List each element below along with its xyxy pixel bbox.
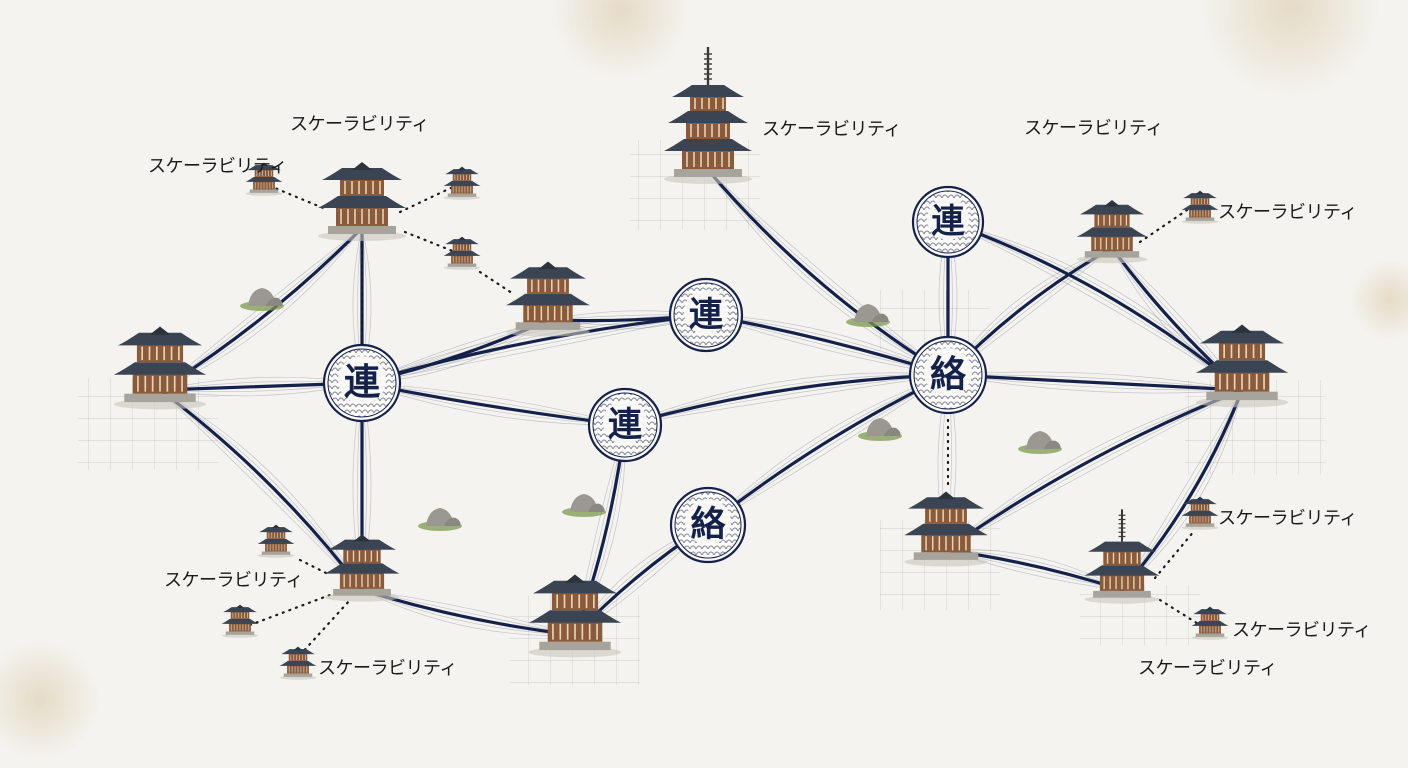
rock-icon xyxy=(858,418,902,441)
dotted-leader xyxy=(1153,528,1197,580)
scalability-label: スケーラビリティ xyxy=(148,156,287,177)
connection-line xyxy=(158,388,364,592)
temple-icon xyxy=(1195,324,1289,408)
dotted-leader xyxy=(403,230,457,254)
flow-thread xyxy=(361,314,707,384)
flow-thread xyxy=(624,372,949,426)
flow-thread xyxy=(159,389,363,591)
flow-thread xyxy=(624,374,949,426)
dotted-leader xyxy=(248,593,332,627)
flow-thread xyxy=(159,389,363,591)
pagoda-icon xyxy=(1084,509,1160,604)
paper-stain xyxy=(0,640,100,760)
dotted-leader xyxy=(1138,206,1192,244)
connection-line xyxy=(360,381,627,427)
flow-thread xyxy=(707,169,949,376)
hub-glyph: 絡 xyxy=(930,352,967,395)
rock-icon xyxy=(418,508,462,531)
connection-line xyxy=(623,373,950,427)
connection-line xyxy=(946,220,1244,392)
scalability-label: スケーラビリティ xyxy=(1218,508,1357,529)
paper-stain xyxy=(1350,260,1408,340)
flow-thread xyxy=(707,169,949,376)
flow-thread xyxy=(945,389,1243,551)
scalability-label: スケーラビリティ xyxy=(1024,118,1163,139)
flow-thread xyxy=(945,389,1243,551)
dotted-leader xyxy=(398,184,457,214)
dotted-leader xyxy=(478,270,517,297)
paper-stain xyxy=(1200,0,1380,98)
flow-thread xyxy=(947,221,1243,391)
hub-glyph: 連 xyxy=(689,295,724,335)
temple-icon xyxy=(113,326,207,410)
hub-glyph: 絡 xyxy=(690,504,726,545)
connection-line xyxy=(944,388,1244,552)
scalability-label: スケーラビリティ xyxy=(1232,620,1371,641)
hub-glyph: 連 xyxy=(931,202,965,241)
flow-thread xyxy=(624,374,949,426)
temple-icon xyxy=(318,162,406,241)
dotted-leader xyxy=(298,598,352,657)
flow-thread xyxy=(707,169,949,376)
mini-shrine-icon xyxy=(257,524,295,558)
mini-shrine-icon xyxy=(1181,496,1219,530)
pagoda-icon xyxy=(664,47,752,184)
dotted-leader xyxy=(268,184,330,212)
scalability-label: スケーラビリティ xyxy=(290,114,429,135)
flow-thread xyxy=(159,227,363,391)
rock-icon xyxy=(562,494,606,517)
rock-icon xyxy=(240,288,284,311)
scalability-label: スケーラビリティ xyxy=(164,570,303,591)
scalability-label: スケーラビリティ xyxy=(762,119,901,140)
dotted-leader xyxy=(298,558,332,577)
temple-icon xyxy=(904,491,988,567)
dotted-leader xyxy=(1158,598,1202,627)
mini-shrine-icon xyxy=(443,166,481,200)
mini-shrine-icon xyxy=(221,604,259,638)
flow-thread xyxy=(159,389,363,591)
paper-stain xyxy=(550,0,690,80)
scalability-label: スケーラビリティ xyxy=(1138,658,1277,679)
flow-thread xyxy=(945,389,1243,551)
mini-shrine-icon xyxy=(279,646,317,680)
hub-glyph: 連 xyxy=(608,405,643,445)
wave-seal-icon: 連 xyxy=(587,387,663,463)
mini-shrine-icon xyxy=(443,236,481,270)
scalability-label: スケーラビリティ xyxy=(318,658,457,679)
wave-seal-icon: 絡 xyxy=(669,486,747,564)
temple-icon xyxy=(1076,200,1148,264)
wave-seal-icon: 絡 xyxy=(908,335,988,415)
mini-shrine-icon xyxy=(1191,606,1229,640)
flow-thread xyxy=(159,389,363,591)
wave-seal-icon: 連 xyxy=(911,185,985,259)
mini-shrine-icon xyxy=(245,162,283,196)
rock-icon xyxy=(846,304,890,327)
hub-glyph: 連 xyxy=(344,360,381,403)
scalability-label: スケーラビリティ xyxy=(1218,202,1357,223)
temple-icon xyxy=(324,534,400,602)
flow-thread xyxy=(707,169,949,376)
wave-seal-icon: 連 xyxy=(668,277,744,353)
flow-thread xyxy=(947,221,1243,391)
rock-icon xyxy=(1018,431,1062,454)
wave-seal-icon: 連 xyxy=(322,343,402,423)
connection-line xyxy=(706,168,950,377)
connection-line xyxy=(360,313,708,385)
flow-thread xyxy=(624,374,949,426)
temple-icon xyxy=(506,261,590,337)
temple-icon xyxy=(528,574,622,658)
mini-shrine-icon xyxy=(1181,190,1219,224)
